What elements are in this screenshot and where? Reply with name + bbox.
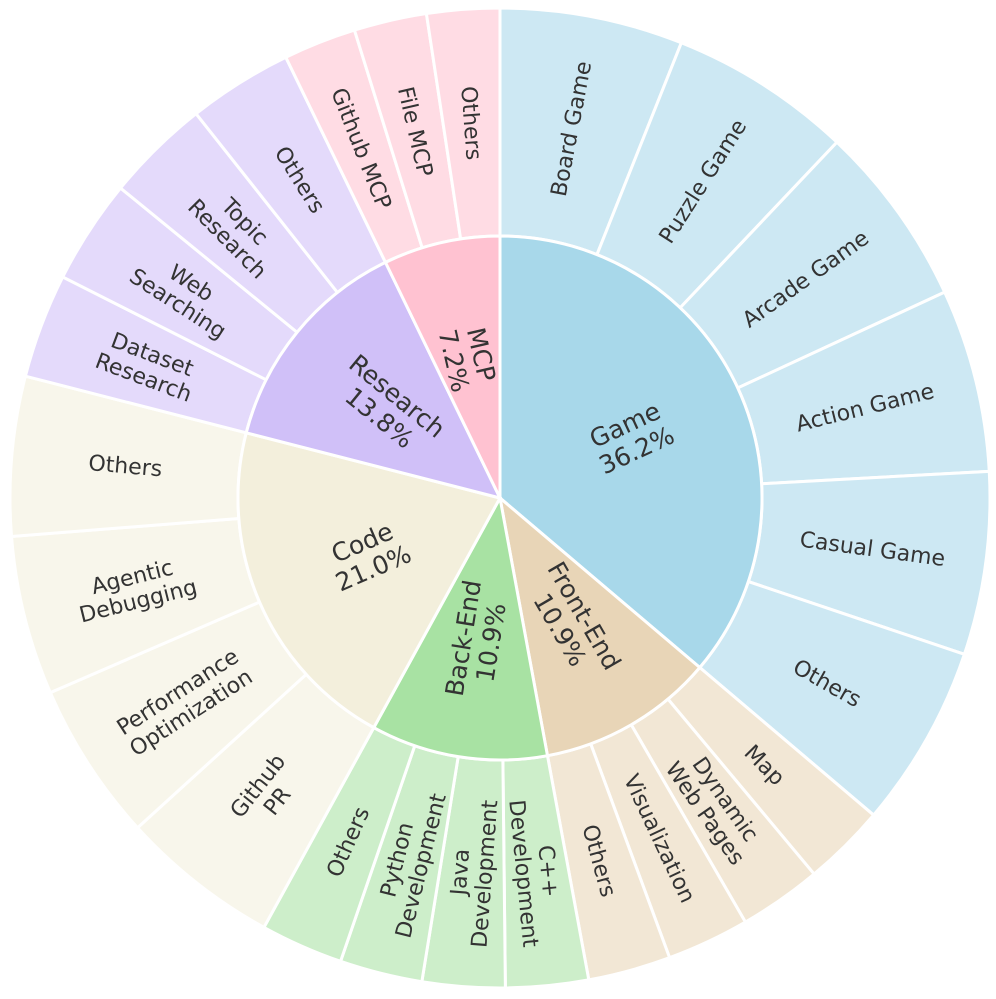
outer-ring	[8, 6, 992, 990]
inner-slice-mcp	[383, 234, 502, 499]
outer-label-mcp-others: Others	[455, 85, 485, 161]
inner-ring	[236, 234, 764, 762]
inner-slice-front-end	[497, 494, 702, 758]
inner-slice-game	[498, 234, 764, 670]
inner-slice-code	[236, 431, 503, 730]
inner-slice-back-end	[371, 493, 550, 762]
inner-slice-research	[244, 260, 503, 501]
